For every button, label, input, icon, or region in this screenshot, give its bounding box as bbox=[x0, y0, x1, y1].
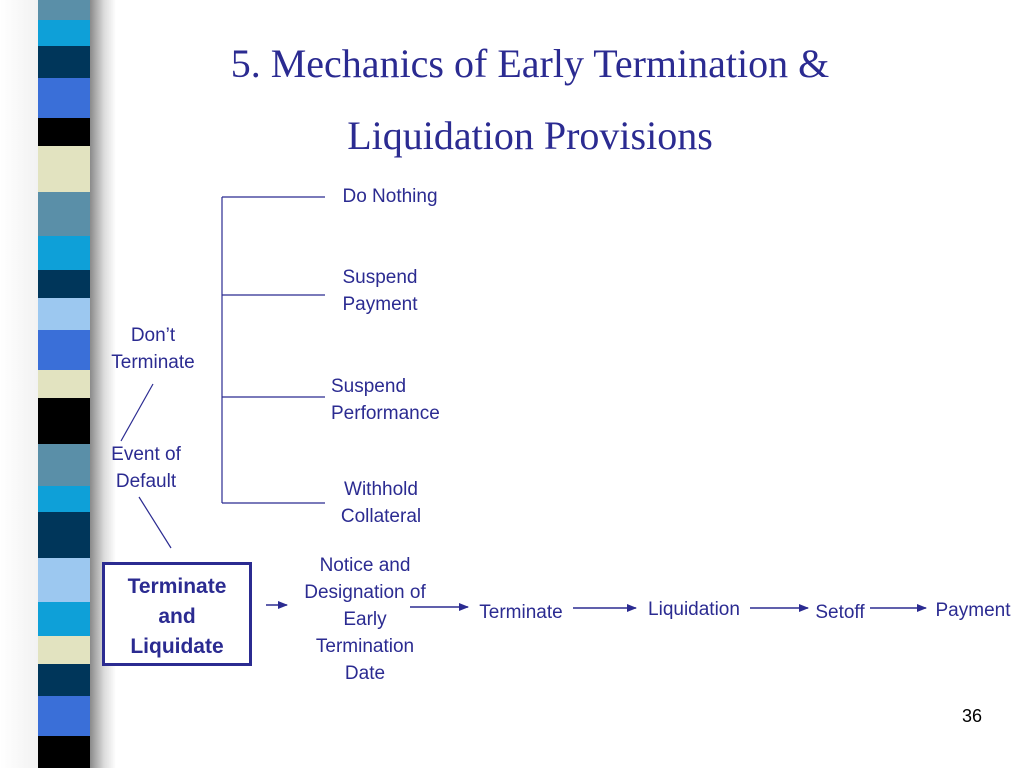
flow-liquidation: Liquidation bbox=[648, 599, 740, 620]
flow-payment: Payment bbox=[935, 600, 1011, 621]
terminate-and-liquidate-box: Terminate and Liquidate bbox=[102, 562, 252, 666]
dont-terminate-label: Don’t Terminate bbox=[111, 325, 195, 373]
slide-title: 5. Mechanics of Early Termination & Liqu… bbox=[130, 28, 930, 172]
event-of-default-label: Event of Default bbox=[111, 444, 181, 492]
connector-default-to-dont-terminate bbox=[120, 383, 154, 442]
option-suspend-payment: Suspend Payment bbox=[342, 267, 418, 315]
connector-default-to-terminate bbox=[138, 496, 172, 549]
option-withhold-collateral: Withhold Collateral bbox=[340, 479, 422, 527]
flow-setoff: Setoff bbox=[815, 602, 865, 623]
option-suspend-performance: Suspend Performance bbox=[331, 376, 440, 424]
option-do-nothing: Do Nothing bbox=[342, 186, 438, 207]
title-line-1: 5. Mechanics of Early Termination & bbox=[230, 41, 830, 86]
decorative-stripe-bar bbox=[38, 0, 90, 768]
flow-terminate: Terminate bbox=[479, 602, 563, 623]
title-line-2: Liquidation Provisions bbox=[347, 113, 713, 158]
page-number: 36 bbox=[962, 706, 983, 726]
notice-designation-label: Notice and Designation of Early Terminat… bbox=[304, 555, 426, 684]
stripe-background bbox=[0, 0, 38, 768]
